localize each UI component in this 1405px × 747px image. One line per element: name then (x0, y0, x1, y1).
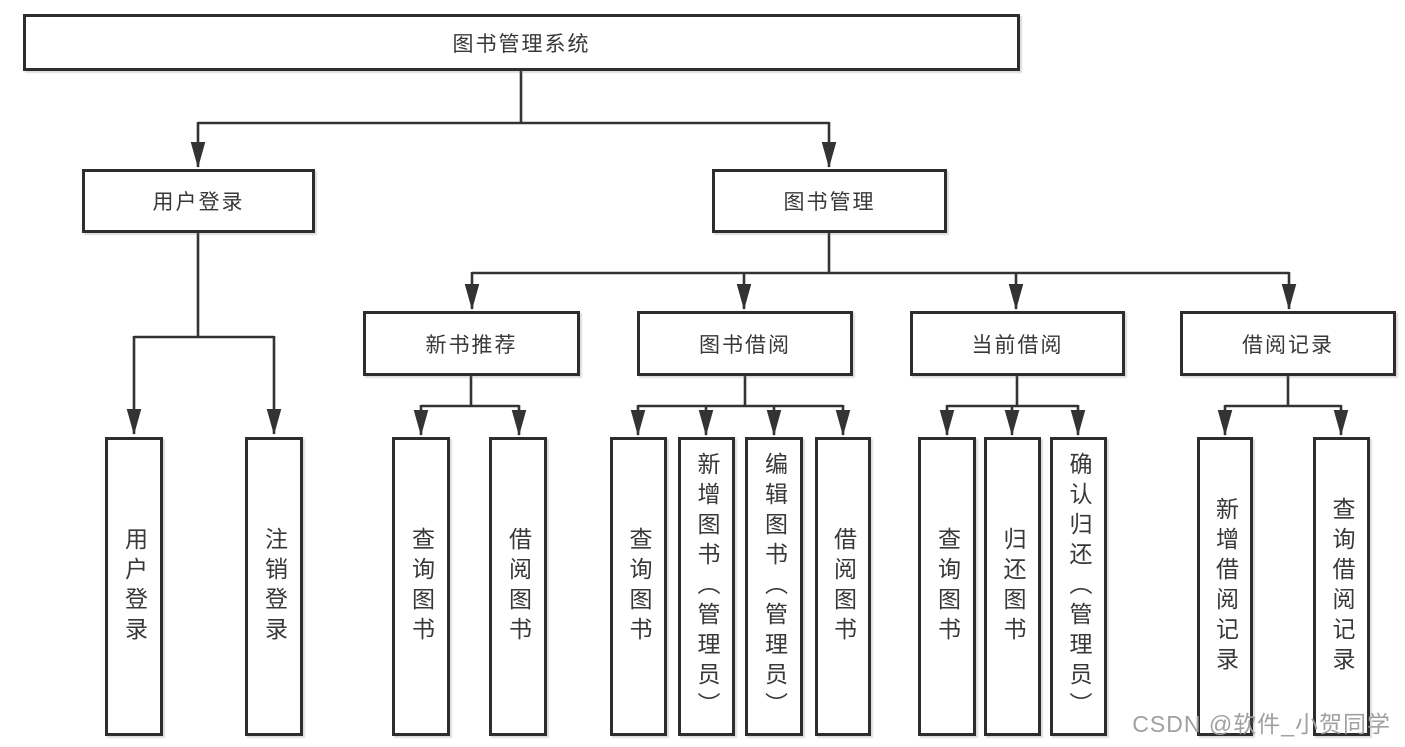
node-label: 借阅记录 (1242, 333, 1334, 357)
node-book-management: 图书管理 (712, 169, 947, 233)
node-label: 用户登录 (121, 526, 148, 647)
leaf-borrow-books: 借阅图书 (815, 437, 871, 736)
leaf-logout: 注销登录 (245, 437, 303, 736)
node-borrowing-records: 借阅记录 (1180, 311, 1396, 376)
node-label: 图书管理系统 (452, 32, 591, 56)
node-label: 编辑图书（管理员） (761, 451, 788, 722)
node-label: 当前借阅 (971, 333, 1064, 357)
node-label: 新增图书（管理员） (694, 451, 720, 722)
node-label: 查询图书 (408, 526, 435, 647)
node-new-book-recommendation: 新书推荐 (363, 311, 580, 376)
node-library-management-system: 图书管理系统 (23, 14, 1020, 71)
leaf-confirm-return-admin: 确认归还（管理员） (1050, 437, 1107, 736)
leaf-edit-books-admin: 编辑图书（管理员） (745, 437, 803, 736)
leaf-query-books: 查询图书 (610, 437, 667, 736)
leaf-query-books: 查询图书 (392, 437, 450, 736)
node-user-login-group: 用户登录 (82, 169, 315, 233)
node-label: 查询借阅记录 (1329, 496, 1355, 677)
leaf-add-borrow-record: 新增借阅记录 (1197, 437, 1253, 736)
node-label: 新增借阅记录 (1212, 496, 1239, 677)
node-label: 查询图书 (626, 526, 652, 647)
leaf-add-books-admin: 新增图书（管理员） (678, 437, 735, 736)
leaf-query-borrow-record: 查询借阅记录 (1313, 437, 1370, 736)
node-label: 借阅图书 (830, 526, 857, 647)
node-label: 借阅图书 (505, 526, 532, 647)
node-label: 图书借阅 (699, 333, 791, 357)
node-label: 查询图书 (934, 526, 961, 647)
csdn-watermark: CSDN @软件_小贺同学 (1132, 711, 1391, 737)
leaf-query-books: 查询图书 (918, 437, 976, 736)
node-label: 注销登录 (261, 526, 288, 647)
node-book-borrowing: 图书借阅 (637, 311, 853, 376)
node-label: 确认归还（管理员） (1066, 451, 1092, 722)
leaf-borrow-books: 借阅图书 (489, 437, 547, 736)
leaf-return-books: 归还图书 (984, 437, 1041, 736)
node-label: 归还图书 (1000, 526, 1026, 647)
node-label: 新书推荐 (425, 333, 518, 357)
node-current-borrowing: 当前借阅 (910, 311, 1125, 376)
node-label: 图书管理 (783, 191, 876, 214)
leaf-user-login: 用户登录 (105, 437, 163, 736)
node-label: 用户登录 (152, 191, 245, 214)
